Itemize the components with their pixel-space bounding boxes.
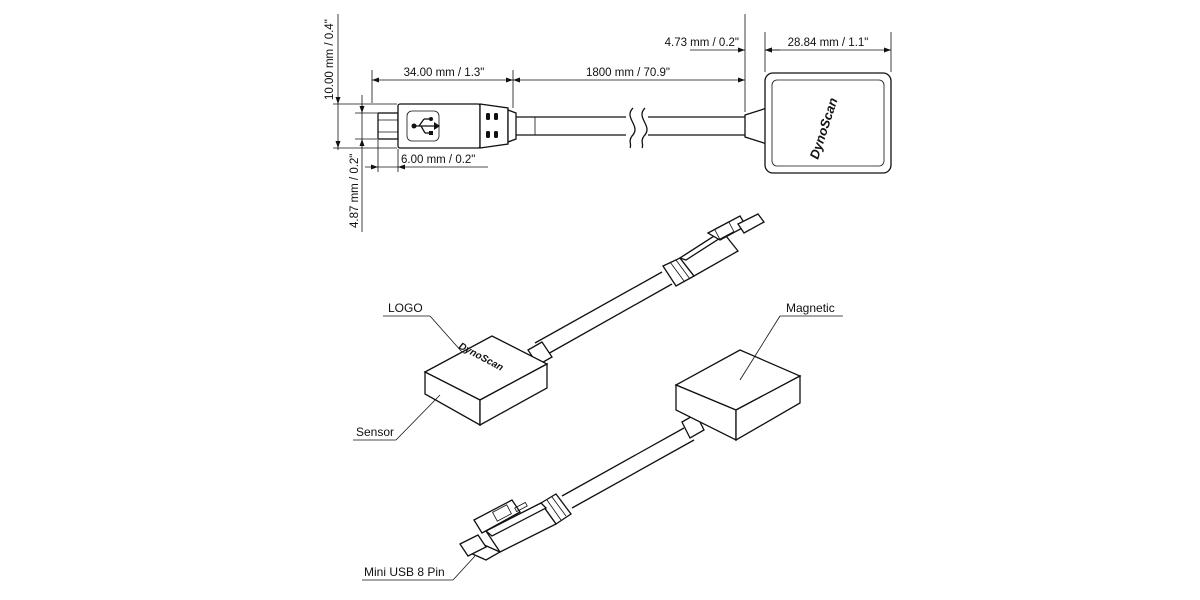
dim-sensor-width: 28.84 mm / 1.1"	[765, 32, 892, 72]
iso-sensor-logo: DynoScan	[423, 335, 549, 427]
dim-cable-length-text: 1800 mm / 70.9"	[586, 67, 670, 79]
dim-connector-length-text: 34.00 mm / 1.3"	[404, 67, 485, 79]
dim-plug-height: 4.87 mm / 0.2"	[349, 95, 377, 232]
usb-icon	[406, 110, 440, 142]
iso-view-logo: DynoScan LOGO Sensor	[353, 213, 765, 441]
iso-connector-top	[662, 213, 765, 287]
dim-connector-length: 34.00 mm / 1.3"	[371, 67, 514, 108]
top-view: DynoScan	[377, 72, 892, 174]
label-sensor: Sensor	[356, 425, 394, 439]
dim-connector-height-text: 10.00 mm / 0.4"	[324, 19, 336, 100]
dim-connector-height: 10.00 mm / 0.4"	[324, 14, 397, 150]
strain-relief	[479, 103, 509, 149]
label-logo: LOGO	[388, 301, 423, 315]
dim-plug-length-text: 6.00 mm / 0.2"	[401, 154, 475, 166]
iso-connector-bottom	[459, 493, 572, 561]
iso-sensor-magnetic	[674, 349, 802, 442]
plug-tip	[377, 112, 399, 140]
dim-sensor-width-text: 28.84 mm / 1.1"	[788, 37, 869, 49]
sensor-top	[764, 72, 892, 174]
label-magnetic: Magnetic	[786, 301, 835, 315]
dim-cable-length: 1800 mm / 70.9"	[513, 14, 746, 112]
label-mini-usb: Mini USB 8 Pin	[364, 565, 445, 579]
dim-sensor-offset-text: 4.73 mm / 0.2"	[665, 37, 739, 49]
dim-plug-height-text: 4.87 mm / 0.2"	[349, 154, 361, 228]
dim-sensor-offset: 4.73 mm / 0.2"	[665, 32, 780, 72]
iso-view-magnetic: Magnetic Mini USB 8 Pin	[362, 301, 843, 581]
dim-plug-length: 6.00 mm / 0.2"	[365, 140, 488, 172]
